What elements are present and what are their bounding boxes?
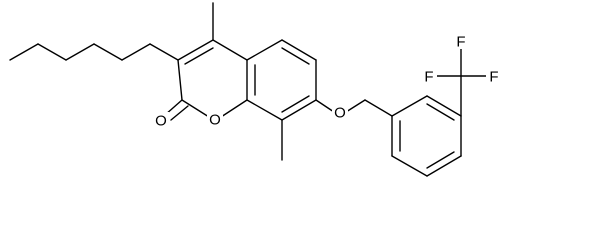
trifluoromethyl-group [433,46,490,117]
bond-ar-double-2 [426,151,455,169]
bond-ar-double-3 [426,103,455,121]
bond-c3-c4-double [184,47,214,65]
carbonyl-oxygen-label: O [155,113,167,130]
ether-oxygen-label: O [334,105,346,122]
pyranone-ring [164,39,248,121]
bond-hexyl-1 [9,43,39,61]
bond-ar-5 [426,95,462,117]
bond-c3-c4 [177,39,214,61]
bond-c7-c8 [281,99,317,121]
bond-hexyl-4 [93,43,123,61]
bond-c5-c6 [281,39,317,61]
bond-ar-2 [391,155,428,177]
benzyl-ring [391,95,462,177]
atom-labels: O O O F F F [153,33,502,130]
bond-hexyl-5 [121,43,151,61]
bond-ch2-aryl [364,99,393,117]
bond-hexyl-3 [65,43,95,61]
bond-ar-3 [426,155,462,177]
ether-linkage [315,99,393,117]
bond-c4a-c5 [246,39,283,61]
bond-hexyl-2 [37,43,67,61]
bond-c8a-o1 [220,99,248,118]
fluorine-2-label: F [424,69,433,86]
bond-carbonyl-double [170,105,189,121]
chemical-structure-drawing: O O O F F F [9,2,502,177]
bond-c7-c8-double [281,95,310,113]
bond-c7-o [315,99,335,113]
bond-c4-c4a [212,39,248,61]
bond-c2-o1 [181,99,210,118]
bond-ar-6 [391,95,428,117]
fluorine-3-label: F [489,69,498,86]
bond-c8-c8a [246,99,283,121]
fluorine-1-label: F [456,34,465,51]
bond-c5-c6-double [281,47,310,65]
bond-c3-c2 [177,59,183,101]
bond-o-ch2 [345,99,366,113]
bond-hexyl-6 [149,43,179,61]
hexyl-chain [9,43,179,61]
ring-oxygen-label: O [209,112,221,129]
coumarin-benzene-ring [246,39,317,121]
